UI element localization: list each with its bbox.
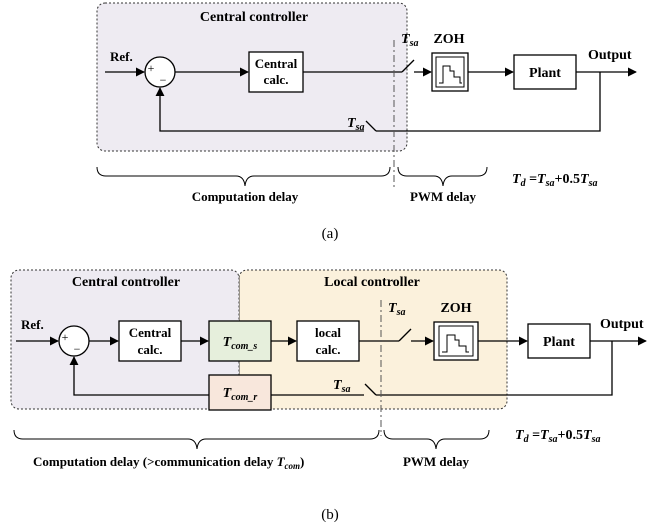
tcom-receive-label: Tcom_r [223, 386, 258, 403]
diagram-b: Central controller Local controller Ref.… [10, 269, 647, 523]
feedback-path-output [376, 72, 601, 132]
feedback-sampler-switch-b [364, 383, 377, 396]
computation-delay-label-b: Computation delay (>communication delay … [33, 454, 304, 471]
zoh-label: ZOH [433, 32, 464, 47]
diagram-a: Central controller Ref. + − Central calc… [96, 2, 637, 242]
zoh-inner-frame [435, 56, 465, 88]
central-controller-title: Central controller [200, 10, 308, 25]
caption-a: (a) [322, 226, 339, 242]
zoh-staircase-icon-b [442, 334, 469, 353]
local-calc-line1: local [315, 325, 341, 340]
pwm-delay-label-b: PWM delay [403, 454, 470, 469]
sum-minus-sign-b: − [74, 342, 81, 356]
feedback-sampler-switch [365, 120, 377, 132]
pwm-delay-label: PWM delay [410, 189, 477, 204]
central-calc-block [248, 51, 304, 93]
top-sampler-switch [401, 59, 415, 73]
zoh-label-b: ZOH [440, 301, 471, 316]
central-calc-line2: calc. [264, 72, 289, 87]
zoh-block [431, 52, 469, 92]
tcom-send-label: Tcom_s [223, 335, 258, 352]
zoh-block-b [433, 321, 479, 361]
feedback-sampler-label-b: Tsa [333, 378, 350, 395]
central-calc-b-line2: calc. [138, 342, 163, 357]
caption-b: (b) [321, 507, 339, 523]
central-controller-title-b: Central controller [72, 275, 180, 290]
plant-label-b: Plant [543, 335, 575, 350]
central-calc-line1: Central [255, 56, 298, 71]
computation-delay-brace [96, 166, 391, 187]
top-sampler-label: Tsa [401, 32, 418, 49]
zoh-inner-frame-b [438, 325, 474, 357]
zoh-staircase-icon [439, 65, 462, 84]
sum-minus-sign: − [160, 73, 167, 87]
tcom-receive-block [208, 374, 272, 411]
sum-plus-sign-b: + [62, 330, 69, 344]
top-sampler-switch-b [398, 328, 412, 342]
plant-block-b [527, 323, 591, 359]
local-calc-block [296, 320, 360, 362]
feedback-sampler-label: Tsa [347, 116, 364, 133]
feedback-path-to-sum [155, 87, 364, 132]
tcom-send-block [208, 320, 272, 362]
local-calc-line2: calc. [316, 342, 341, 357]
feedback-path-to-sum-b [69, 356, 209, 396]
computation-delay-label: Computation delay [192, 189, 299, 204]
pwm-delay-brace-b [383, 429, 490, 450]
local-controller-title: Local controller [324, 275, 420, 290]
computation-delay-brace-b [13, 429, 380, 450]
central-calc-b-line1: Central [129, 325, 172, 340]
delay-equation-b: Td =Tsa+0.5Tsa [515, 428, 600, 445]
pwm-delay-brace [397, 166, 488, 187]
output-label-b: Output [600, 317, 644, 332]
ref-label: Ref. [110, 49, 133, 64]
top-sampler-label-b: Tsa [388, 301, 405, 318]
plant-label: Plant [529, 66, 561, 81]
output-label: Output [588, 48, 632, 63]
sum-plus-sign: + [148, 61, 155, 75]
delay-equation: Td =Tsa+0.5Tsa [512, 172, 597, 189]
central-calc-block-b [118, 320, 182, 362]
feedback-path-output-b [376, 341, 613, 396]
ref-label-b: Ref. [21, 317, 44, 332]
